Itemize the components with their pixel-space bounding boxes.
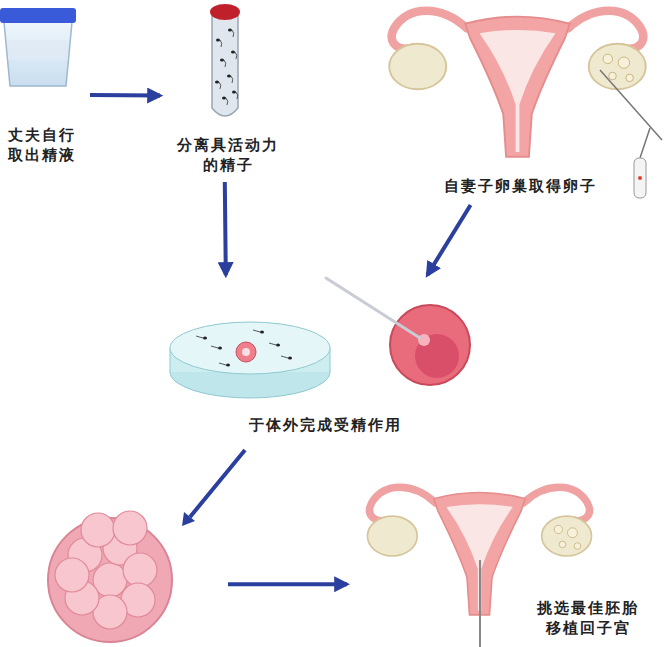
sperm bbox=[253, 330, 264, 334]
step-label: 于体外完成受精作用 bbox=[225, 415, 425, 435]
step-label: 自妻子卵巢取得卵子 bbox=[420, 176, 620, 196]
embryo-cell bbox=[81, 513, 115, 547]
sperm bbox=[231, 51, 237, 60]
sperm bbox=[196, 336, 207, 340]
step-label: 挑选最佳胚胎 移植回子宫 bbox=[518, 598, 658, 639]
step-label: 分离具活动力 的精子 bbox=[166, 135, 290, 176]
sperm bbox=[281, 356, 292, 360]
sperm bbox=[232, 91, 238, 100]
step-isolate-sperm: 分离具活动力 的精子 bbox=[160, 2, 295, 182]
embryo-cell bbox=[113, 511, 147, 545]
process-arrow bbox=[225, 182, 226, 275]
embryo-cell bbox=[55, 558, 89, 592]
process-arrow bbox=[427, 205, 470, 275]
specimen-cup bbox=[0, 8, 76, 86]
sperm bbox=[269, 343, 280, 347]
step-retrieve-egg: 自妻子卵巢取得卵子 bbox=[380, 0, 663, 205]
sperm bbox=[216, 39, 222, 48]
petri-dish bbox=[170, 322, 330, 398]
sperm bbox=[222, 97, 228, 106]
egg-injection bbox=[326, 278, 470, 385]
embryo-cell bbox=[123, 553, 157, 587]
step-label: 丈夫自行 取出精液 bbox=[0, 125, 84, 166]
process-arrow bbox=[90, 93, 160, 98]
uterus-retrieval bbox=[389, 11, 662, 198]
embryo bbox=[48, 511, 172, 642]
test-tube bbox=[210, 4, 240, 116]
step-transfer-embryo: 挑选最佳胚胎 移植回子宫 bbox=[350, 478, 662, 644]
process-arrow bbox=[190, 450, 347, 584]
sperm bbox=[219, 363, 230, 367]
sperm bbox=[220, 59, 226, 68]
step-collect-semen: 丈夫自行 取出精液 bbox=[0, 5, 90, 175]
sperm bbox=[227, 75, 233, 84]
step-fertilize: 于体外完成受精作用 bbox=[165, 275, 485, 450]
sperm bbox=[228, 29, 234, 38]
sperm bbox=[211, 346, 222, 350]
sperm bbox=[215, 81, 221, 90]
